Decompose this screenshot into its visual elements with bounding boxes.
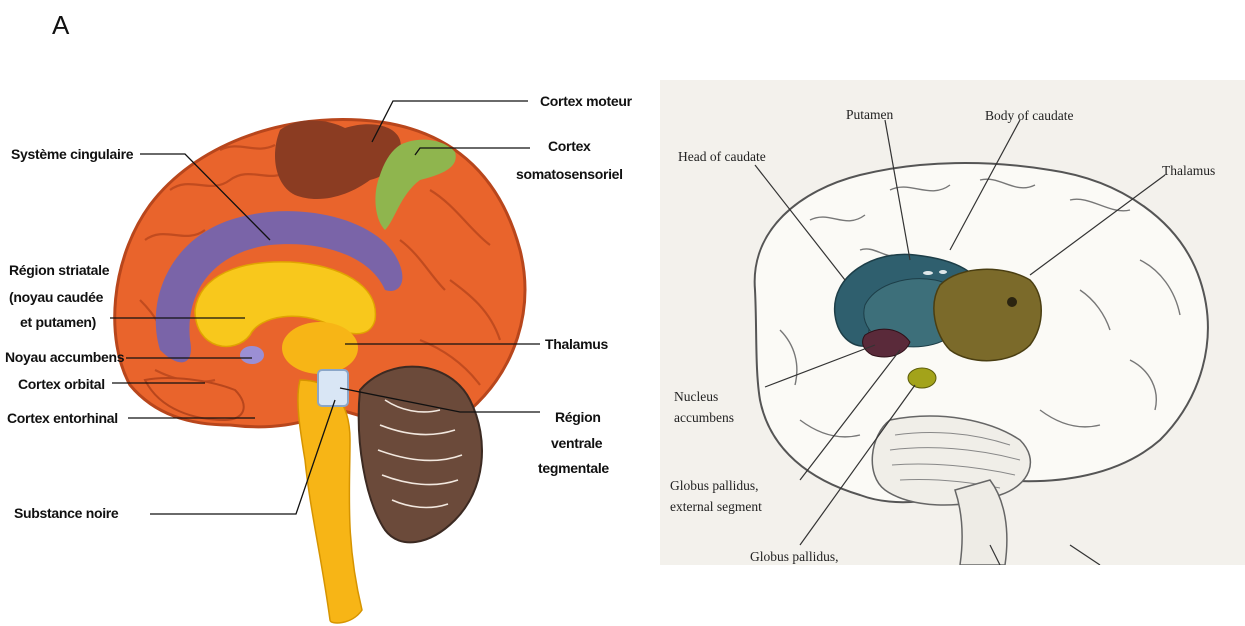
thalamus-structure — [934, 269, 1041, 360]
label-cortex-somato-2: somatosensoriel — [516, 166, 623, 182]
label-nucleus-accumbens-1: Nucleus — [674, 389, 718, 404]
right-brain-figure: Putamen Body of caudate Head of caudate … — [660, 80, 1245, 565]
label-region-striatale-2: (noyau caudée — [9, 289, 104, 305]
label-nucleus-accumbens-2: accumbens — [674, 410, 734, 425]
label-head-of-caudate: Head of caudate — [678, 149, 766, 164]
label-gp-external-1: Globus pallidus, — [670, 478, 759, 493]
accumbens-region — [240, 346, 264, 364]
panel-letter: A — [52, 10, 69, 41]
label-region-vt-3: tegmentale — [538, 460, 609, 476]
label-cortex-moteur: Cortex moteur — [540, 93, 633, 109]
label-body-of-caudate: Body of caudate — [985, 108, 1073, 123]
cerebellum-region — [359, 367, 482, 543]
label-cortex-orbital: Cortex orbital — [18, 376, 105, 392]
label-putamen: Putamen — [846, 107, 893, 122]
label-gp-internal: Globus pallidus, — [750, 549, 839, 564]
label-noyau-accumbens: Noyau accumbens — [5, 349, 125, 365]
thalamus-center-dot — [1007, 297, 1017, 307]
label-thalamus-fr: Thalamus — [545, 336, 608, 352]
left-brain-figure: Cortex moteur Cortex somatosensoriel Sys… — [0, 80, 650, 626]
label-gp-external-2: external segment — [670, 499, 762, 514]
label-substance-noire: Substance noire — [14, 505, 119, 521]
label-systeme-cingulaire: Système cingulaire — [11, 146, 134, 162]
label-region-striatale-1: Région striatale — [9, 262, 110, 278]
label-region-vt-1: Région — [555, 409, 601, 425]
label-region-striatale-3: et putamen) — [20, 314, 96, 330]
label-region-vt-2: ventrale — [551, 435, 603, 451]
globus-pallidus-structure — [908, 368, 936, 388]
label-cortex-entorhinal: Cortex entorhinal — [7, 410, 118, 426]
thalamus-region — [282, 322, 358, 374]
label-cortex-somato-1: Cortex — [548, 138, 591, 154]
vta-region — [318, 370, 348, 406]
label-thalamus-en: Thalamus — [1162, 163, 1215, 178]
